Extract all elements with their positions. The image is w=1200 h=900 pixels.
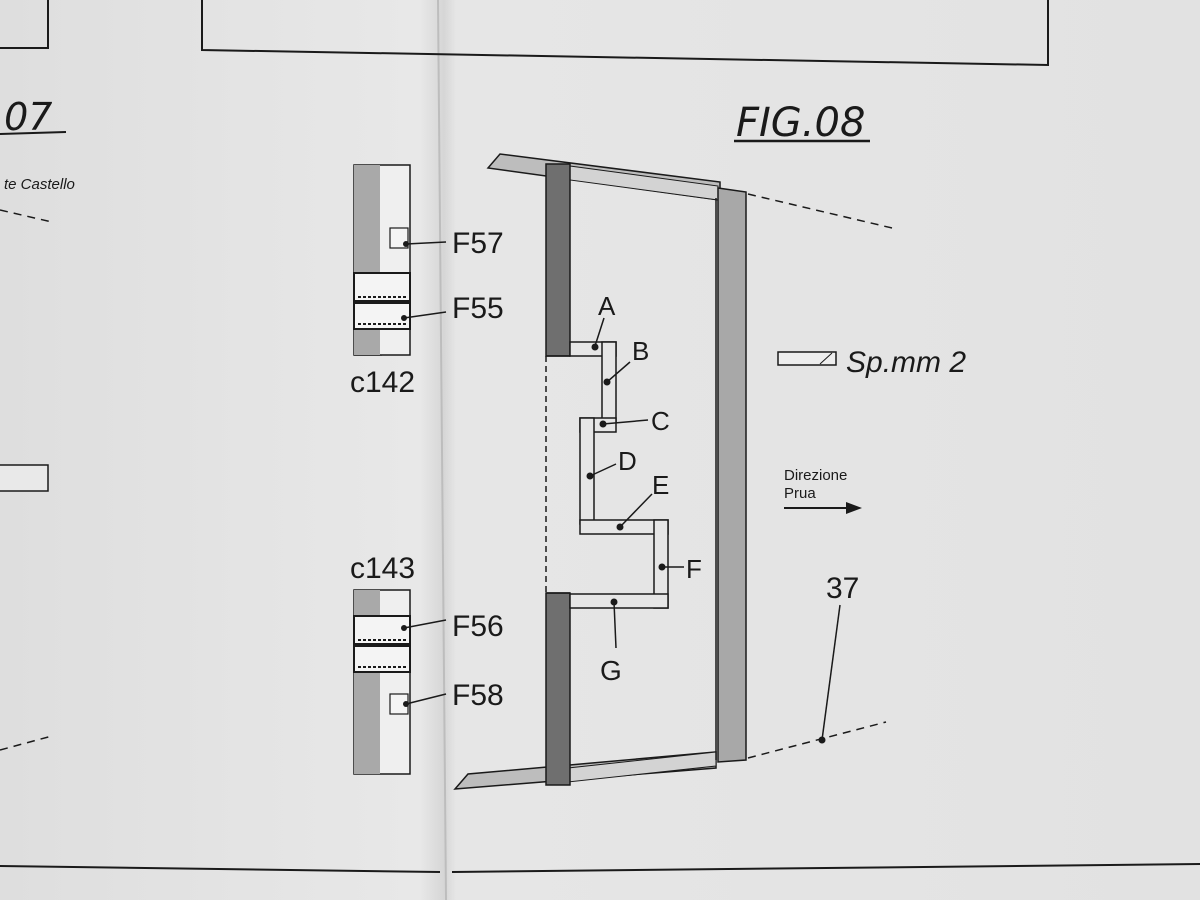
prev-dashed-line-top <box>0 209 53 223</box>
label-c143: c143 <box>350 552 415 585</box>
part-c143 <box>353 589 411 775</box>
marker-c <box>599 420 607 428</box>
f57-leader <box>405 241 447 245</box>
right-frame <box>717 187 747 763</box>
marker-b <box>603 378 611 386</box>
prev-figure-note: te Castello <box>4 176 75 193</box>
label-f58: F58 <box>452 679 504 712</box>
hull-dashed-line-top <box>747 193 893 229</box>
board-d <box>579 417 595 525</box>
ref-number-37: 37 <box>826 572 859 605</box>
label-b: B <box>632 336 649 366</box>
prev-figure-underline <box>0 131 67 135</box>
ref-37-leader <box>821 604 841 741</box>
direction-line1: Direzione <box>784 467 847 484</box>
prev-figure-title: .07 <box>0 95 52 139</box>
f55-frame-bottom <box>353 302 411 330</box>
thickness-label: Sp.mm 2 <box>846 346 966 379</box>
label-e: E <box>652 470 669 500</box>
f55-frame-top <box>353 272 411 302</box>
direction-arrow-head <box>846 502 862 514</box>
prev-dashed-line-bottom <box>0 735 53 751</box>
f56-leader <box>403 619 447 629</box>
bottom-frame-right <box>451 863 1200 873</box>
label-f56: F56 <box>452 610 504 643</box>
hull-section <box>453 153 747 790</box>
top-frame-right <box>201 0 1049 67</box>
prev-plank-symbol <box>0 464 49 492</box>
f56-frame-top <box>353 615 411 645</box>
label-f: F <box>686 554 702 584</box>
marker-e <box>616 523 624 531</box>
label-d: D <box>618 446 637 476</box>
f55-leader <box>403 311 447 319</box>
f56-frame-bottom <box>353 645 411 673</box>
page-fold <box>437 0 447 900</box>
label-g: G <box>600 655 622 686</box>
hull-dashed-line-bottom <box>747 721 887 759</box>
label-f57: F57 <box>452 227 504 260</box>
direction-line2: Prua <box>784 485 816 502</box>
marker-f <box>658 563 666 571</box>
label-c142: c142 <box>350 366 415 399</box>
label-a: A <box>598 291 616 321</box>
bottom-frame-left <box>0 865 441 873</box>
left-lower-post <box>545 592 571 786</box>
f58-leader <box>405 693 447 705</box>
left-upper-post <box>545 163 571 357</box>
top-frame-left <box>0 0 49 49</box>
part-c142 <box>353 164 411 356</box>
label-f55: F55 <box>452 292 504 325</box>
label-c: C <box>651 406 670 436</box>
marker-d <box>586 472 594 480</box>
marker-a <box>591 343 599 351</box>
board-g <box>569 593 669 609</box>
marker-g <box>610 598 618 606</box>
ref-37-marker <box>818 736 826 744</box>
figure-title: FIG.08 <box>736 100 865 146</box>
thickness-symbol <box>777 351 837 366</box>
